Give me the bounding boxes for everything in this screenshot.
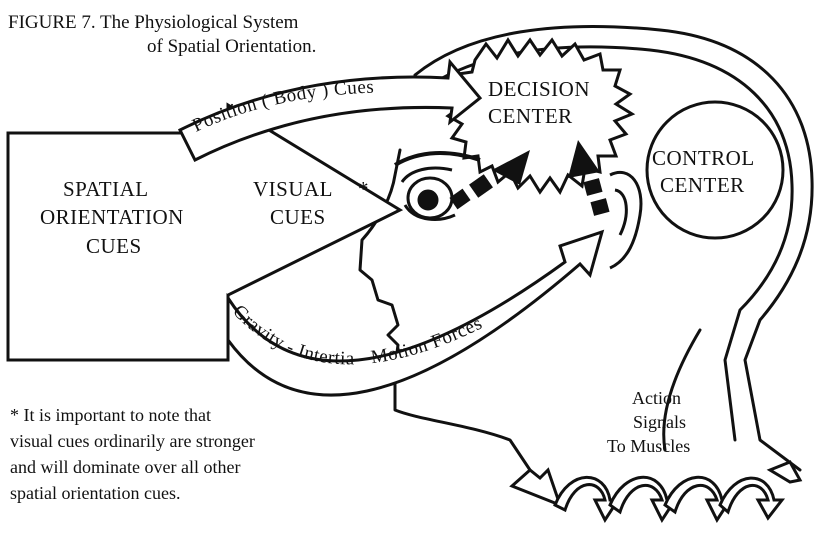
action-signals-label-line1: Action bbox=[632, 388, 681, 408]
decision-center-label-line2: CENTER bbox=[488, 104, 573, 128]
spatial-cues-label-line2: ORIENTATION bbox=[40, 205, 184, 229]
eye-icon bbox=[395, 153, 480, 219]
figure-caption-line2: of Spatial Orientation. bbox=[147, 36, 316, 57]
decision-center-label-line1: DECISION bbox=[488, 77, 590, 101]
ear-outline bbox=[610, 172, 641, 268]
footnote-line3: and will dominate over all other bbox=[10, 457, 240, 477]
footnote-line2: visual cues ordinarily are stronger bbox=[10, 431, 255, 451]
control-center-label-line2: CENTER bbox=[660, 173, 745, 197]
action-signal-arrows bbox=[512, 462, 800, 520]
control-center-label-line1: CONTROL bbox=[652, 146, 755, 170]
control-center-circle bbox=[647, 102, 783, 238]
visual-cues-label-line1: VISUAL bbox=[253, 177, 333, 201]
action-signals-label-line3: To Muscles bbox=[607, 436, 690, 456]
action-signals-label-line2: Signals bbox=[633, 412, 686, 432]
spatial-cues-label-line1: SPATIAL bbox=[63, 177, 149, 201]
visual-cues-asterisk: * bbox=[358, 177, 369, 201]
footnote-line1: * It is important to note that bbox=[10, 405, 211, 425]
figure-caption-line1: FIGURE 7. The Physiological System bbox=[8, 12, 299, 33]
spatial-cues-label-line3: CUES bbox=[86, 234, 142, 258]
visual-cues-label-line2: CUES bbox=[270, 205, 326, 229]
footnote-line4: spatial orientation cues. bbox=[10, 483, 180, 503]
